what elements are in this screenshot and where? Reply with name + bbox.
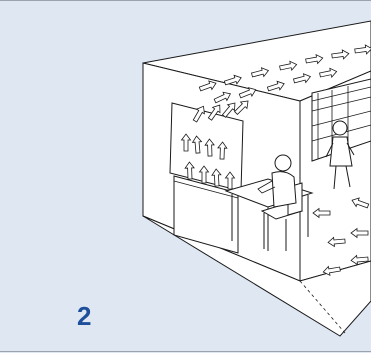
step-number: 2 [77, 303, 91, 329]
